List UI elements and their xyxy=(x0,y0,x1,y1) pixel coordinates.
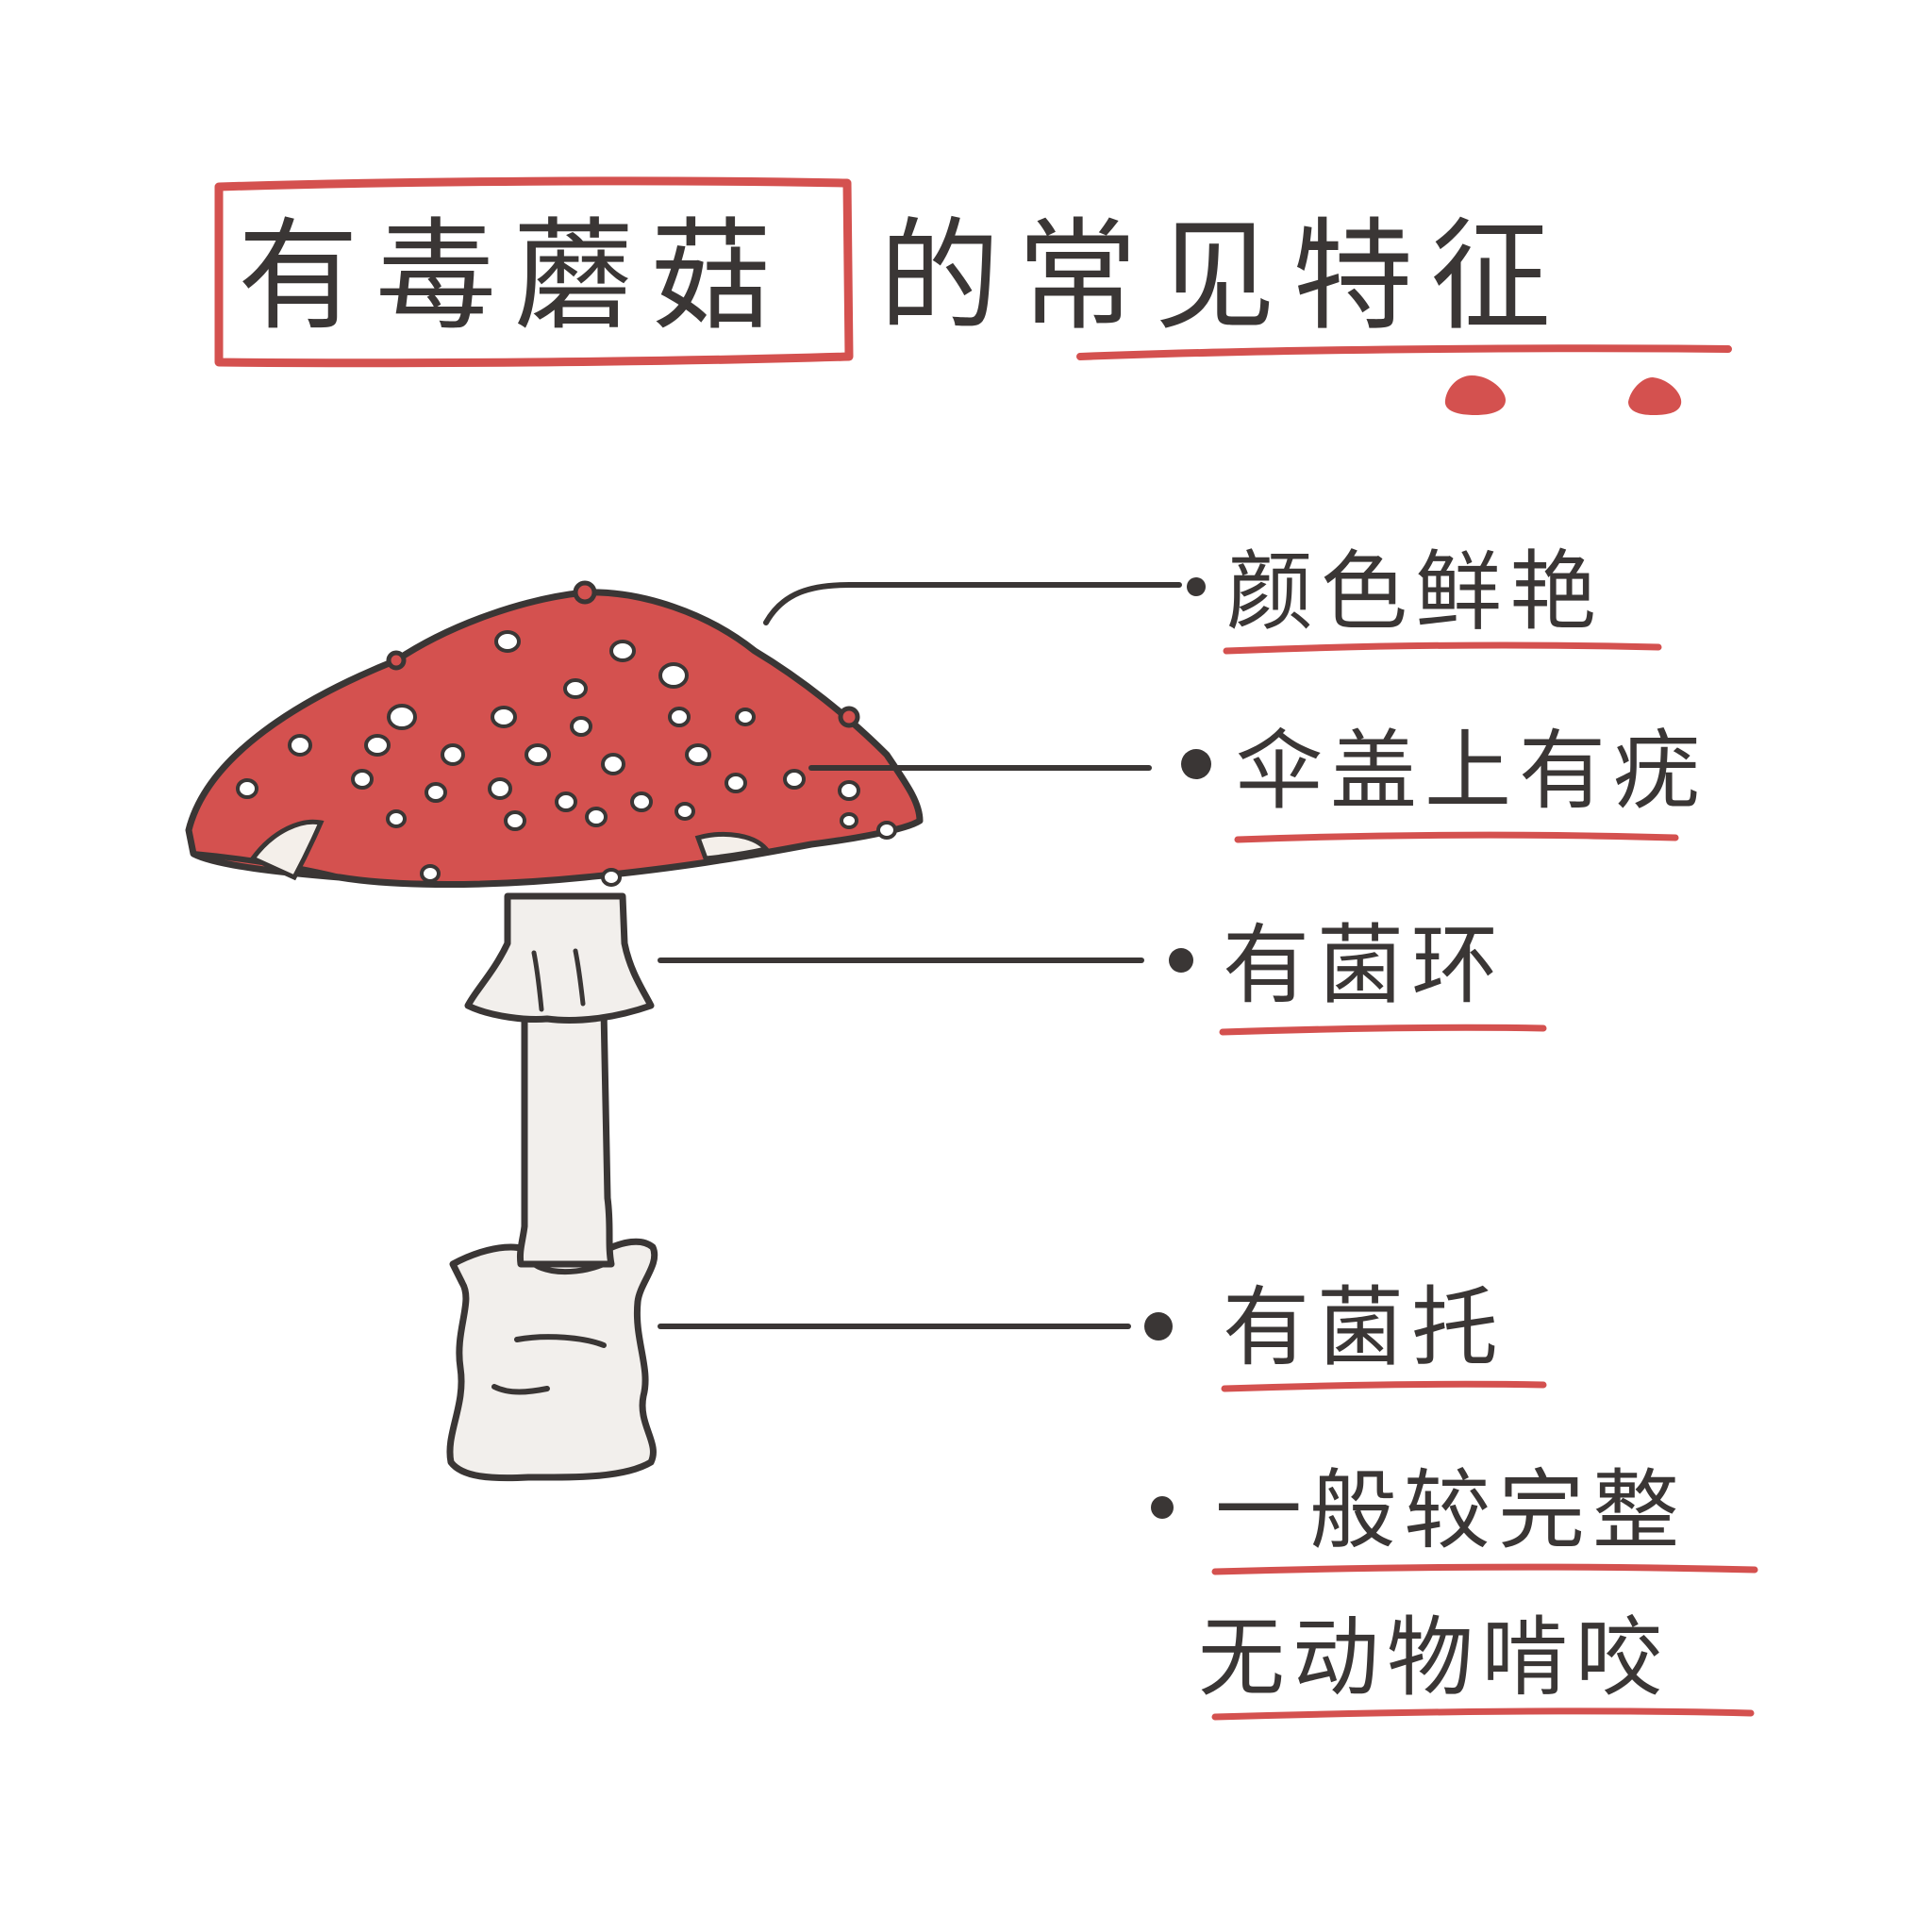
label-underline xyxy=(1211,1563,1758,1575)
bullet-dot xyxy=(1144,1312,1173,1341)
feature-label-intact: 一般较完整 xyxy=(1215,1460,1688,1561)
bullet-dot xyxy=(1187,577,1206,596)
label-underline xyxy=(1223,641,1662,655)
annulus xyxy=(464,892,655,1024)
bullet-dot xyxy=(1169,948,1193,973)
label-underline xyxy=(1211,1707,1755,1721)
label-underline xyxy=(1219,1024,1547,1036)
label-underline xyxy=(1221,1380,1547,1392)
feature-label-annulus: 有菌环 xyxy=(1223,915,1507,1016)
title-boxed-text: 有毒蘑菇 xyxy=(238,207,790,347)
warts xyxy=(236,630,897,887)
label-underline xyxy=(1234,831,1679,843)
bullet-dot xyxy=(1181,749,1211,779)
feature-label-no-bites: 无动物啃咬 xyxy=(1198,1607,1671,1708)
feature-label-volva: 有菌托 xyxy=(1223,1277,1507,1378)
title-rest-text: 的常见特征 xyxy=(879,207,1569,347)
stem xyxy=(517,1006,615,1268)
volva xyxy=(446,1238,658,1482)
title-box xyxy=(214,176,854,368)
feature-label-warts: 伞盖上有疣 xyxy=(1236,721,1708,822)
cap xyxy=(185,580,924,888)
leader-line-color xyxy=(763,582,1182,625)
title-underline xyxy=(1076,344,1732,360)
red-drop-icon xyxy=(1628,377,1682,415)
bullet-dot xyxy=(1151,1496,1174,1519)
red-drop-icon xyxy=(1444,375,1506,415)
feature-label-color: 颜色鲜艳 xyxy=(1226,541,1605,642)
